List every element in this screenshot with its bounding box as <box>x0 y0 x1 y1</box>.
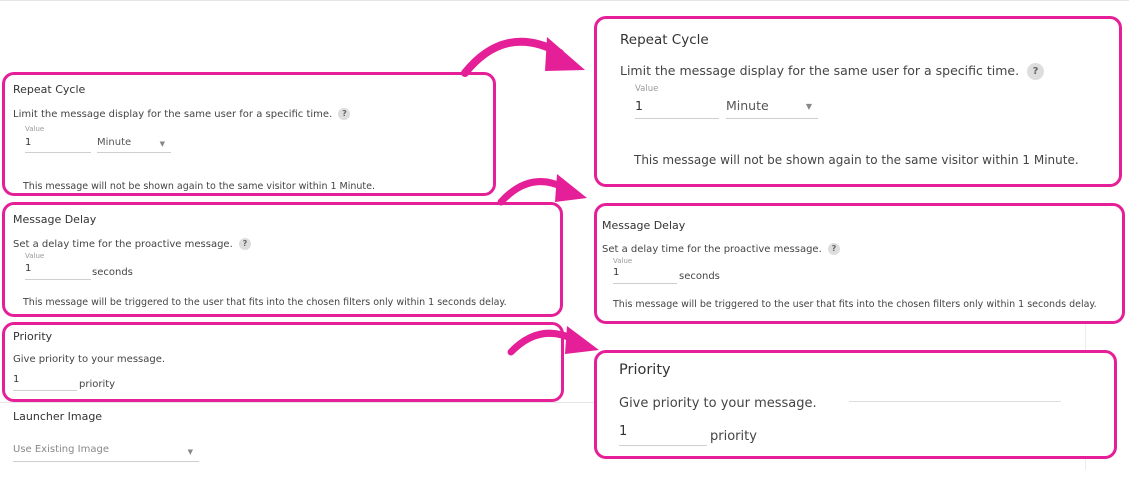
caret-down-icon: ▼ <box>187 448 193 456</box>
priority-panel-highlight: Priority Give priority to your message. … <box>2 322 564 402</box>
message-delay-title: Message Delay <box>13 213 97 226</box>
question-mark-icon[interactable]: ? <box>1027 63 1045 80</box>
repeat-cycle-zoom-value-label: Value <box>635 84 659 94</box>
message-delay-unit: seconds <box>92 267 133 278</box>
repeat-cycle-description-text: Limit the message display for the same u… <box>13 109 333 120</box>
message-delay-description-text: Set a delay time for the proactive messa… <box>13 239 233 250</box>
section-divider <box>0 402 600 403</box>
priority-zoom-divider <box>849 401 1061 402</box>
repeat-cycle-zoom-unit-select[interactable]: Minute ▼ <box>726 98 818 119</box>
priority-zoom-panel: Priority Give priority to your message. … <box>594 350 1117 459</box>
priority-value-input[interactable]: 1 <box>13 374 77 391</box>
repeat-cycle-zoom-description-text: Limit the message display for the same u… <box>620 63 1020 78</box>
repeat-cycle-zoom-value-input[interactable]: 1 <box>635 98 719 119</box>
curved-arrow-icon <box>461 37 585 77</box>
message-delay-zoom-unit: seconds <box>679 271 720 282</box>
repeat-cycle-zoom-title: Repeat Cycle <box>620 32 709 48</box>
repeat-cycle-zoom-panel: Repeat Cycle Limit the message display f… <box>594 16 1122 187</box>
message-delay-zoom-title: Message Delay <box>602 219 686 232</box>
message-delay-zoom-description: Set a delay time for the proactive messa… <box>602 243 840 255</box>
repeat-cycle-panel-highlight: Repeat Cycle Limit the message display f… <box>2 72 496 196</box>
priority-zoom-description: Give priority to your message. <box>619 396 817 411</box>
message-delay-info: This message will be triggered to the us… <box>23 297 507 308</box>
repeat-cycle-zoom-description: Limit the message display for the same u… <box>620 63 1045 80</box>
question-mark-icon[interactable]: ? <box>827 243 840 255</box>
message-delay-zoom-value-input[interactable]: 1 <box>613 267 677 284</box>
question-mark-icon[interactable]: ? <box>238 238 251 250</box>
message-delay-value-input[interactable]: 1 <box>25 263 91 280</box>
launcher-image-selected: Use Existing Image <box>13 444 109 455</box>
message-delay-panel-highlight: Message Delay Set a delay time for the p… <box>2 202 563 317</box>
curved-arrow-icon <box>507 326 599 356</box>
priority-description: Give priority to your message. <box>13 354 166 365</box>
repeat-cycle-description: Limit the message display for the same u… <box>13 108 351 120</box>
message-delay-description: Set a delay time for the proactive messa… <box>13 238 251 250</box>
message-delay-zoom-info: This message will be triggered to the us… <box>613 299 1097 310</box>
message-delay-zoom-description-text: Set a delay time for the proactive messa… <box>602 244 822 255</box>
repeat-cycle-unit-value: Minute <box>97 137 132 148</box>
priority-zoom-value-input[interactable]: 1 <box>619 424 707 446</box>
message-delay-zoom-panel: Message Delay Set a delay time for the p… <box>594 203 1125 324</box>
repeat-cycle-zoom-unit-value: Minute <box>726 98 769 113</box>
top-divider <box>0 0 1129 1</box>
priority-title: Priority <box>13 330 53 343</box>
priority-zoom-title: Priority <box>619 362 671 378</box>
curved-arrow-icon <box>497 174 587 206</box>
launcher-image-title: Launcher Image <box>13 410 103 423</box>
caret-down-icon: ▼ <box>159 140 165 148</box>
caret-down-icon: ▼ <box>805 102 812 111</box>
repeat-cycle-value-input[interactable]: 1 <box>25 137 91 153</box>
repeat-cycle-unit-select[interactable]: Minute ▼ <box>97 137 171 153</box>
repeat-cycle-zoom-info: This message will not be shown again to … <box>634 153 1079 167</box>
launcher-image-select[interactable]: Use Existing Image ▼ <box>13 444 199 462</box>
repeat-cycle-title: Repeat Cycle <box>13 83 86 96</box>
message-delay-value-label: Value <box>25 252 45 260</box>
repeat-cycle-value-label: Value <box>25 125 45 133</box>
message-delay-zoom-value-label: Value <box>613 257 633 265</box>
priority-unit: priority <box>79 379 116 390</box>
question-mark-icon[interactable]: ? <box>338 108 351 120</box>
repeat-cycle-info: This message will not be shown again to … <box>23 181 376 192</box>
priority-zoom-unit: priority <box>710 429 757 444</box>
